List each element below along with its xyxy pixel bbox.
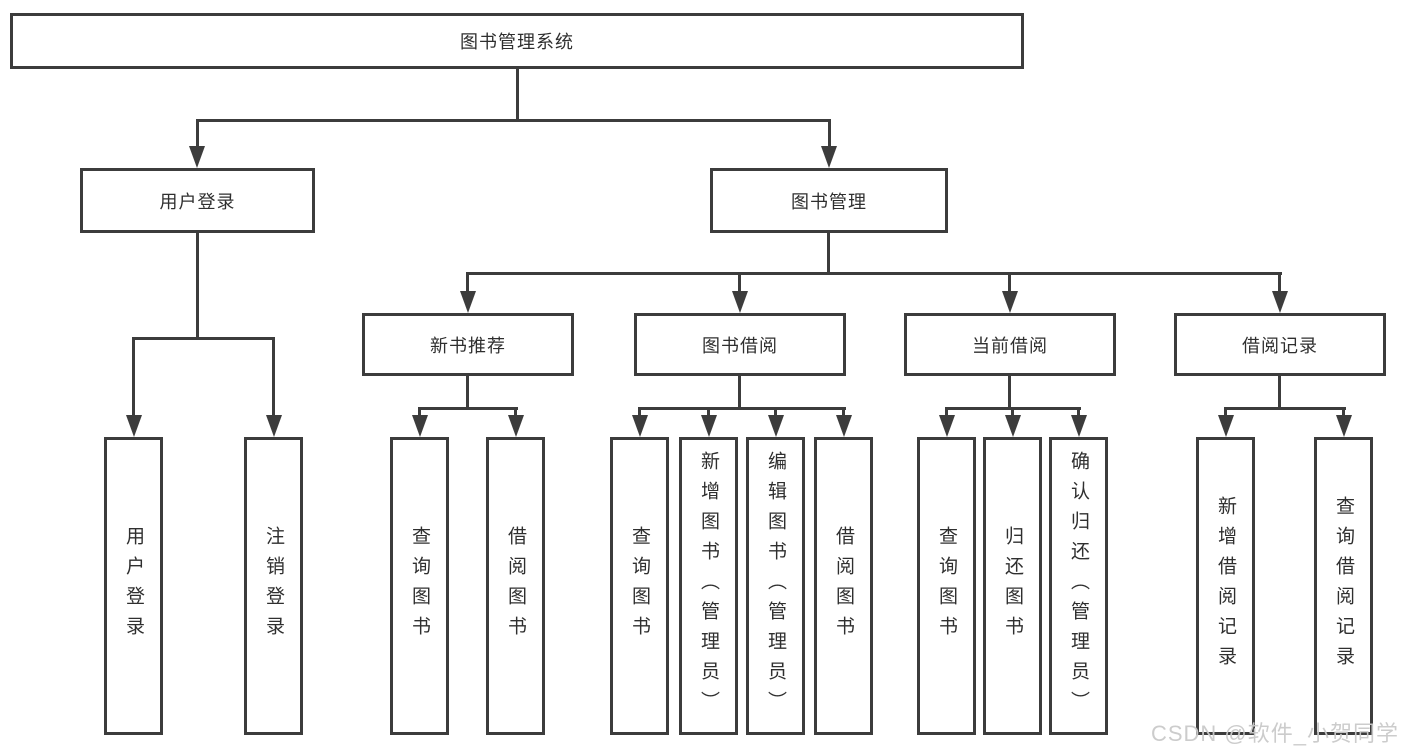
leaf-query-borrow-record: 查询借阅记录 bbox=[1314, 437, 1373, 735]
leaf-borrow-books-2: 借阅图书 bbox=[814, 437, 873, 735]
connector-user-login-trunk bbox=[196, 233, 199, 337]
leaf-label: 查询图书 bbox=[629, 526, 650, 646]
connector-drop-query-borrow-record bbox=[1342, 407, 1345, 417]
node-label: 图书借阅 bbox=[702, 335, 778, 356]
leaf-confirm-return-admin: 确认归还（管理员） bbox=[1049, 437, 1108, 735]
connector-user-login-bar bbox=[132, 337, 275, 340]
leaf-label: 用户登录 bbox=[123, 526, 144, 646]
node-label: 图书管理 bbox=[791, 191, 867, 212]
node-label: 当前借阅 bbox=[972, 335, 1048, 356]
arrow-to-leaf-user-login bbox=[126, 415, 142, 437]
arrow-to-query-borrow-record bbox=[1336, 415, 1352, 437]
connector-drop-borrow-records bbox=[1278, 272, 1281, 293]
connector-book-borrow-bar bbox=[638, 407, 846, 410]
connector-book-management-bar bbox=[466, 272, 1282, 275]
connector-drop-query-books-2 bbox=[638, 407, 641, 417]
arrow-to-new-book bbox=[460, 291, 476, 313]
leaf-label: 借阅图书 bbox=[505, 526, 526, 646]
arrow-to-book-borrow bbox=[732, 291, 748, 313]
connector-root-trunk bbox=[516, 69, 519, 119]
arrow-to-borrow-records bbox=[1272, 291, 1288, 313]
node-book-management: 图书管理 bbox=[710, 168, 948, 233]
connector-drop-add-borrow-record bbox=[1224, 407, 1227, 417]
leaf-user-login: 用户登录 bbox=[104, 437, 163, 735]
node-current-borrow: 当前借阅 bbox=[904, 313, 1116, 376]
leaf-label: 查询借阅记录 bbox=[1333, 496, 1354, 676]
leaf-label: 新增借阅记录 bbox=[1215, 496, 1236, 676]
arrow-to-query-books-2 bbox=[632, 415, 648, 437]
connector-drop-edit-book bbox=[774, 407, 777, 417]
connector-current-borrow-trunk bbox=[1008, 376, 1011, 407]
arrow-to-return-book bbox=[1005, 415, 1021, 437]
leaf-add-borrow-record: 新增借阅记录 bbox=[1196, 437, 1255, 735]
arrow-to-query-books-1 bbox=[412, 415, 428, 437]
leaf-label: 确认归还（管理员） bbox=[1068, 451, 1089, 721]
arrow-to-borrow-books-2 bbox=[836, 415, 852, 437]
arrow-to-query-books-3 bbox=[939, 415, 955, 437]
connector-drop-leaf-user-login bbox=[132, 337, 135, 417]
connector-book-management-trunk bbox=[827, 233, 830, 272]
connector-borrow-records-bar bbox=[1224, 407, 1346, 410]
node-borrow-records: 借阅记录 bbox=[1174, 313, 1386, 376]
node-label: 图书管理系统 bbox=[460, 32, 574, 52]
node-root-library-management-system: 图书管理系统 bbox=[10, 13, 1024, 69]
arrow-to-book-management bbox=[821, 146, 837, 168]
connector-new-book-bar bbox=[418, 407, 518, 410]
leaf-add-book-admin: 新增图书（管理员） bbox=[679, 437, 738, 735]
connector-drop-leaf-logout bbox=[272, 337, 275, 417]
arrow-to-leaf-logout bbox=[266, 415, 282, 437]
connector-drop-book-borrow bbox=[738, 272, 741, 293]
connector-drop-confirm-return bbox=[1077, 407, 1080, 417]
leaf-label: 查询图书 bbox=[409, 526, 430, 646]
connector-drop-return-book bbox=[1011, 407, 1014, 417]
connector-drop-query-books-3 bbox=[945, 407, 948, 417]
connector-new-book-trunk bbox=[466, 376, 469, 407]
connector-drop-user-login bbox=[196, 119, 199, 148]
arrow-to-borrow-books-1 bbox=[508, 415, 524, 437]
csdn-watermark: CSDN @软件_小贺同学 bbox=[1150, 721, 1399, 746]
connector-drop-query-books-1 bbox=[418, 407, 421, 417]
connector-drop-borrow-books-1 bbox=[514, 407, 517, 417]
leaf-label: 新增图书（管理员） bbox=[698, 451, 719, 721]
node-new-book-recommend: 新书推荐 bbox=[362, 313, 574, 376]
node-label: 借阅记录 bbox=[1242, 335, 1318, 356]
leaf-label: 注销登录 bbox=[263, 526, 284, 646]
leaf-query-books-1: 查询图书 bbox=[390, 437, 449, 735]
connector-drop-current-borrow bbox=[1008, 272, 1011, 293]
connector-drop-new-book bbox=[466, 272, 469, 293]
leaf-label: 归还图书 bbox=[1002, 526, 1023, 646]
node-label: 用户登录 bbox=[159, 191, 236, 212]
leaf-label: 查询图书 bbox=[936, 526, 957, 646]
connector-drop-book-management bbox=[828, 119, 831, 148]
leaf-borrow-books-1: 借阅图书 bbox=[486, 437, 545, 735]
arrow-to-current-borrow bbox=[1002, 291, 1018, 313]
arrow-to-add-book bbox=[701, 415, 717, 437]
arrow-to-edit-book bbox=[768, 415, 784, 437]
leaf-logout: 注销登录 bbox=[244, 437, 303, 735]
node-label: 新书推荐 bbox=[430, 335, 506, 356]
connector-root-bar bbox=[196, 119, 831, 122]
leaf-label: 借阅图书 bbox=[833, 526, 854, 646]
arrow-to-add-borrow-record bbox=[1218, 415, 1234, 437]
connector-book-borrow-trunk bbox=[738, 376, 741, 407]
arrow-to-confirm-return bbox=[1071, 415, 1087, 437]
leaf-label: 编辑图书（管理员） bbox=[765, 451, 786, 721]
node-book-borrow: 图书借阅 bbox=[634, 313, 846, 376]
node-user-login: 用户登录 bbox=[80, 168, 315, 233]
connector-drop-borrow-books-2 bbox=[842, 407, 845, 417]
arrow-to-user-login bbox=[189, 146, 205, 168]
leaf-return-book: 归还图书 bbox=[983, 437, 1042, 735]
connector-drop-add-book bbox=[707, 407, 710, 417]
leaf-query-books-2: 查询图书 bbox=[610, 437, 669, 735]
connector-borrow-records-trunk bbox=[1278, 376, 1281, 407]
leaf-edit-book-admin: 编辑图书（管理员） bbox=[746, 437, 805, 735]
leaf-query-books-3: 查询图书 bbox=[917, 437, 976, 735]
